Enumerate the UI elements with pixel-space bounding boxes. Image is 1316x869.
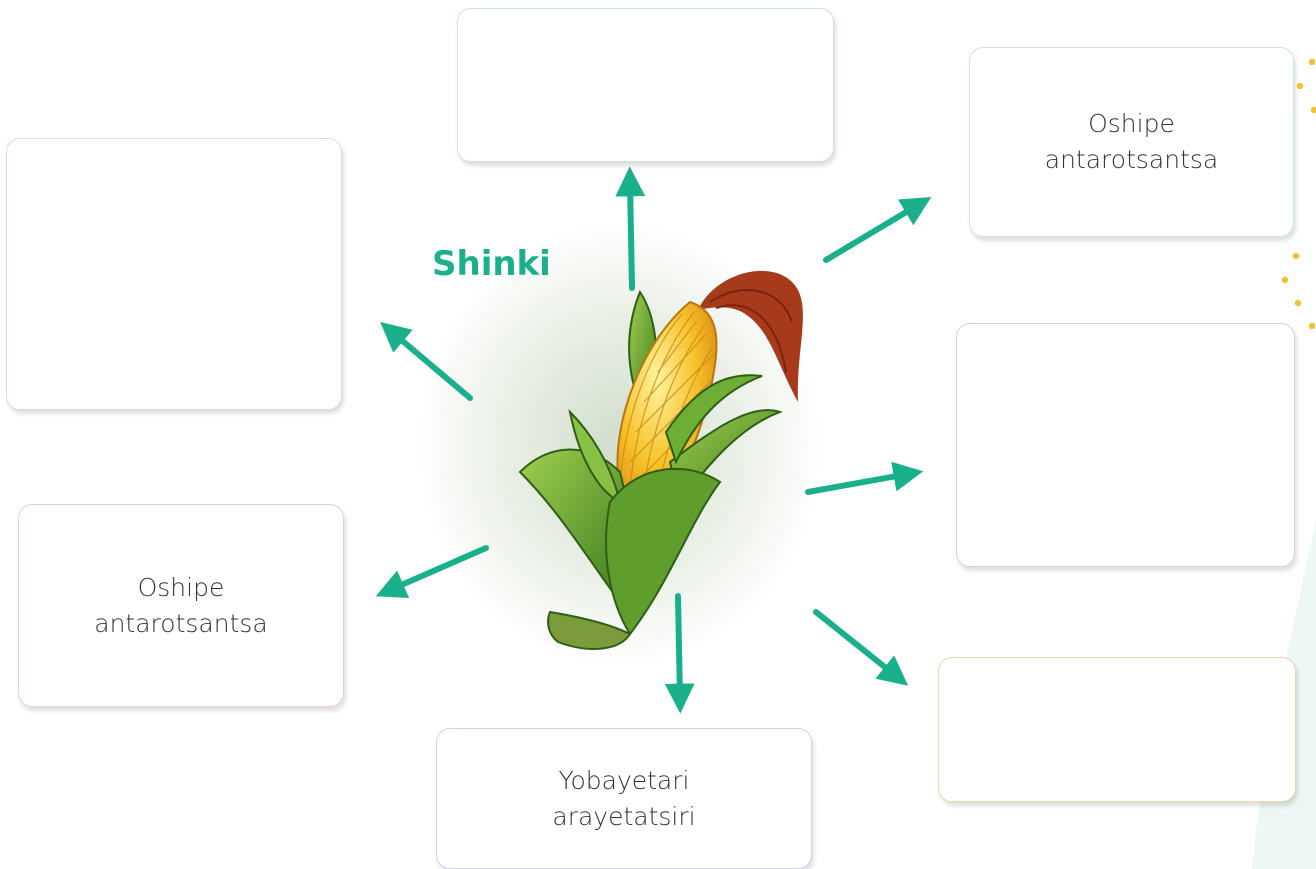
arrow-to-top [630, 182, 632, 288]
arrow-to-right-middle [808, 474, 908, 492]
arrow-to-left-bottom [390, 548, 486, 590]
arrow-to-bottom [678, 596, 680, 698]
arrow-to-right-bottom [816, 612, 896, 676]
arrow-to-left-top [392, 332, 470, 398]
arrow-to-top-right [826, 205, 918, 260]
